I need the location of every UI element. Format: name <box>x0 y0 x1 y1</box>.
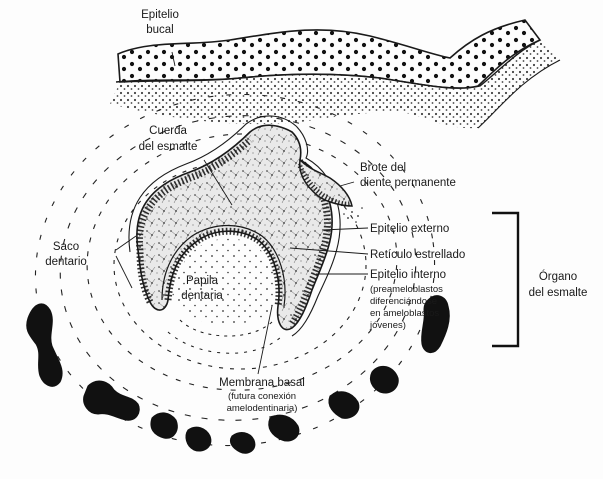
label-membrana-basal-sub-2: amelodentinaria) <box>227 403 298 414</box>
label-cuerda-esmalte-line-2: del esmalte <box>139 141 198 153</box>
label-epitelio-interno-sub-3: en ameloblastos <box>370 308 439 319</box>
label-brote-diente: Brote del diente permanente <box>360 162 456 189</box>
label-membrana-basal: Membrana basal (futura conexión ameloden… <box>219 377 305 414</box>
label-brote-diente-line-1: Brote del <box>360 162 406 174</box>
label-epitelio-bucal-line-2: bucal <box>146 24 174 36</box>
label-membrana-basal-title: Membrana basal <box>219 377 305 389</box>
label-epitelio-bucal: Epitelio bucal <box>141 9 179 36</box>
oral-epithelium <box>110 20 560 128</box>
label-saco-dentario: Saco dentario <box>45 241 87 268</box>
label-organo-esmalte-line-2: del esmalte <box>529 287 588 299</box>
label-cuerda-esmalte-line-1: Cuerda <box>149 125 187 137</box>
label-epitelio-interno-sub-1: (preameloblastos <box>370 284 443 295</box>
label-epitelio-interno-title: Epitelio interno <box>370 269 446 281</box>
label-papila-dentaria-line-1: Papila <box>186 275 219 287</box>
label-brote-diente-line-2: diente permanente <box>360 177 456 189</box>
label-epitelio-bucal-line-1: Epitelio <box>141 9 179 21</box>
enamel-organ-bracket <box>492 213 518 346</box>
label-saco-dentario-line-2: dentario <box>45 256 87 268</box>
label-organo-esmalte-line-1: Órgano <box>539 270 577 283</box>
label-epitelio-interno-sub-4: jóvenes) <box>369 320 406 331</box>
label-reticulo-estrellado: Retículo estrellado <box>370 249 465 261</box>
label-membrana-basal-sub-1: (futura conexión <box>228 391 296 402</box>
label-epitelio-externo: Epitelio externo <box>370 223 449 235</box>
label-epitelio-interno-sub-2: diferenciándose <box>370 296 437 307</box>
label-papila-dentaria-line-2: dentaria <box>181 290 223 302</box>
label-organo-esmalte: Órgano del esmalte <box>529 270 588 299</box>
label-saco-dentario-line-1: Saco <box>53 241 79 253</box>
